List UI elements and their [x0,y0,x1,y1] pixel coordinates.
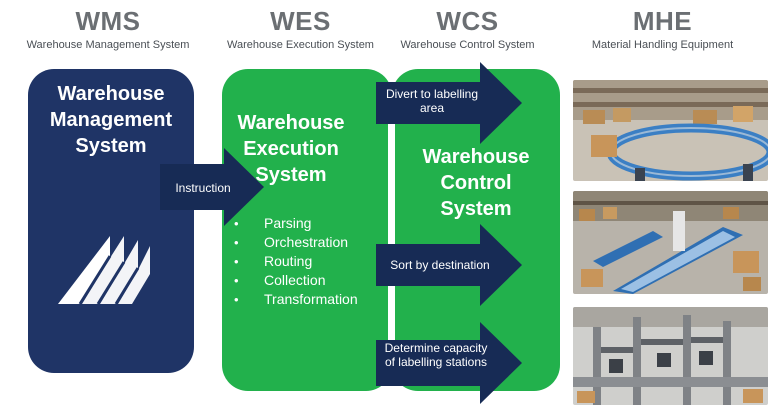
wms-abbr: WMS [75,6,141,36]
instruction-arrow [160,148,264,226]
labelling-stations-photo [573,307,768,405]
list-item: Parsing [234,214,358,233]
instruction-label: Instruction [175,181,231,195]
list-item: Routing [234,252,358,271]
mhe-abbr: MHE [632,6,693,36]
divert-arrow [376,62,522,144]
wes-full-name: Warehouse Execution System [227,39,374,51]
sort-label: Sort by destination [390,258,490,272]
wes-function-list: Parsing Orchestration Routing Collection… [234,214,358,309]
sortation-conveyor-photo [573,191,768,294]
mhe-heading: MHE Material Handling Equipment [575,6,750,52]
wms-logo-icon [58,236,150,304]
wes-panel-title: Warehouse Execution System [237,112,345,186]
list-item: Collection [234,271,358,290]
conveyor-curve-photo [573,80,768,181]
list-item: Transformation [234,290,358,309]
wcs-heading: WCS Warehouse Control System [385,6,550,52]
sort-arrow [376,224,522,306]
list-item: Orchestration [234,233,358,252]
wes-heading: WES Warehouse Execution System [208,6,393,52]
wes-abbr: WES [270,6,331,36]
capacity-arrow [376,322,522,404]
wms-panel [28,69,194,373]
wms-full-name: Warehouse Management System [26,39,190,51]
divert-label: Divert to labelling area [385,87,479,115]
wcs-full-name: Warehouse Control System [400,39,535,51]
wms-heading: WMS Warehouse Management System [8,6,208,52]
mhe-full-name: Material Handling Equipment [591,39,734,51]
wcs-abbr: WCS [436,6,499,36]
wcs-panel-title: Warehouse Control System [422,146,530,220]
capacity-label: Determine capacity of labelling stations [384,341,488,369]
wms-panel-title: Warehouse Management System [49,83,173,157]
